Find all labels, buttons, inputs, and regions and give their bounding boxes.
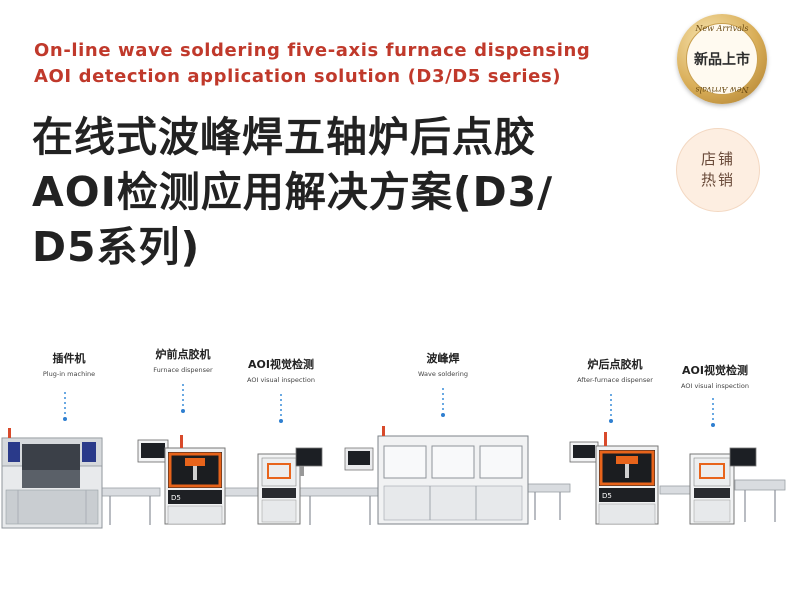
furnace-dispenser-model-text: D5 bbox=[171, 494, 181, 502]
machines-svg: D5 bbox=[1, 426, 786, 529]
connector-dots bbox=[181, 384, 185, 416]
machine-label-plugin: 插件机 Plug-in machine bbox=[14, 350, 124, 378]
machine-label-en: Plug-in machine bbox=[42, 370, 96, 378]
machine-label-zh: AOI视觉检测 bbox=[682, 364, 748, 377]
badge-ring-text-top: New Arrivals bbox=[695, 24, 749, 33]
machine-label-aoi-2: AOI视觉检测 AOI visual inspection bbox=[660, 362, 770, 390]
new-arrivals-badge: New Arrivals 新品上市 New Arrivals bbox=[677, 14, 767, 104]
new-arrivals-label: 新品上市 bbox=[694, 52, 750, 68]
machine-label-zh: 炉后点胶机 bbox=[587, 358, 643, 371]
subtitle-line-1: On-line wave soldering five-axis furnace… bbox=[34, 40, 591, 61]
machine-label-zh: 炉前点胶机 bbox=[155, 348, 211, 361]
machine-label-zh: 插件机 bbox=[52, 352, 86, 365]
machine-label-after-furnace-dispenser: 炉后点胶机 After-furnace dispenser bbox=[560, 356, 670, 384]
machine-label-aoi-1: AOI视觉检测 AOI visual inspection bbox=[226, 356, 336, 384]
hot-sale-line-2: 热销 bbox=[700, 171, 735, 189]
machine-label-wave-soldering: 波峰焊 Wave soldering bbox=[388, 350, 498, 378]
furnace-dispenser-machine: D5 bbox=[137, 435, 226, 525]
conveyor-legs bbox=[109, 490, 776, 525]
machine-label-en: AOI visual inspection bbox=[681, 382, 749, 390]
connector-dots bbox=[711, 398, 715, 430]
subtitle-line-2: AOI detection application solution (D3/D… bbox=[34, 66, 562, 87]
connector-dots bbox=[609, 394, 613, 426]
after-furnace-dispenser-model-text: D5 bbox=[602, 492, 612, 500]
english-subtitle: On-line wave soldering five-axis furnace… bbox=[34, 38, 654, 90]
machine-label-en: After-furnace dispenser bbox=[577, 376, 653, 384]
title-line-1: 在线式波峰焊五轴炉后点胶 bbox=[32, 113, 536, 161]
machine-label-zh: AOI视觉检测 bbox=[248, 358, 314, 371]
title-line-3: D5系列) bbox=[32, 223, 201, 271]
main-title: 在线式波峰焊五轴炉后点胶 AOI检测应用解决方案(D3/ D5系列) bbox=[32, 110, 652, 275]
after-furnace-dispenser-machine: D5 bbox=[569, 432, 659, 525]
machine-label-en: AOI visual inspection bbox=[247, 376, 315, 384]
machine-label-en: Wave soldering bbox=[418, 370, 468, 378]
badge-inner-circle bbox=[686, 23, 758, 95]
connector-dots bbox=[63, 392, 67, 424]
machine-label-zh: 波峰焊 bbox=[426, 352, 460, 365]
connector-dots bbox=[279, 394, 283, 426]
connector-dots bbox=[441, 388, 445, 420]
plugin-machine bbox=[1, 428, 103, 529]
wave-soldering-machine bbox=[344, 426, 529, 525]
hot-sale-label: 店铺 热销 bbox=[677, 149, 759, 191]
hot-sale-line-1: 店铺 bbox=[700, 150, 735, 168]
badge-ring-text-bottom: New Arrivals bbox=[695, 85, 749, 94]
production-line-illustration: 插件机 Plug-in machine 炉前点胶机 Furnace dispen… bbox=[0, 330, 790, 540]
aoi-machine-1 bbox=[257, 447, 323, 525]
aoi-machine-2 bbox=[689, 447, 757, 525]
machine-label-furnace-dispenser: 炉前点胶机 Furnace dispenser bbox=[128, 346, 238, 374]
machine-label-en: Furnace dispenser bbox=[153, 366, 213, 374]
shop-hot-sale-badge: 店铺 热销 bbox=[676, 128, 760, 212]
title-line-2: AOI检测应用解决方案(D3/ bbox=[32, 168, 554, 216]
